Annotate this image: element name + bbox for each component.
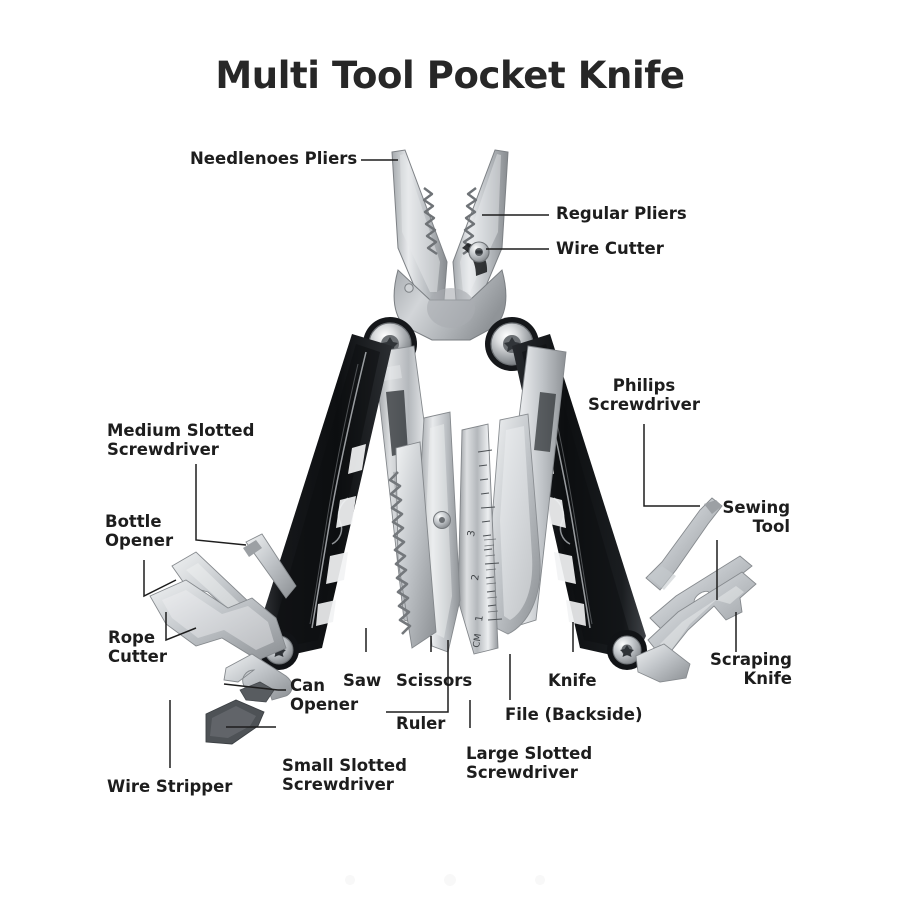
label-sewing-tool: Sewing Tool [722,498,790,537]
faint-watermark [330,872,570,888]
label-scraping-knife: Scraping Knife [710,650,792,689]
saw-teeth [388,471,412,635]
svg-text:2: 2 [470,574,482,582]
medium-slotted-screwdriver-tool [243,533,297,599]
label-regular-pliers: Regular Pliers [556,204,687,223]
label-ruler: Ruler [396,714,446,733]
label-bottle-opener: Bottle Opener [105,512,174,551]
label-small-slotted-screwdriver: Small Slotted Screwdriver [282,756,407,795]
needlenose-jaw-left [391,149,448,301]
svg-text:1: 1 [474,615,486,623]
page-title: Multi Tool Pocket Knife [215,54,685,97]
label-can-opener: Can Opener [290,676,359,715]
label-rope-cutter: Rope Cutter [108,628,167,667]
svg-text:CM: CM [472,633,484,648]
right-secondary-tool [635,643,691,683]
label-scissors: Scissors [396,671,473,690]
svg-text:3: 3 [466,530,478,538]
ruler-blade: 3 2 1 CM [457,423,503,655]
label-large-slotted-screwdriver: Large Slotted Screwdriver [466,744,593,783]
label-medium-slotted-screwdriver: Medium Slotted Screwdriver [107,421,255,460]
label-wire-stripper: Wire Stripper [107,777,233,796]
label-philips-screwdriver: Philips Screwdriver [588,376,700,415]
plier-body [393,241,507,341]
knife-blade [491,413,541,635]
label-wire-cutter: Wire Cutter [556,239,664,258]
label-file-backside: File (Backside) [505,705,643,724]
scraping-knife-tool [647,571,757,661]
label-knife: Knife [548,671,597,690]
ruler-ticks [477,449,503,621]
label-saw: Saw [343,671,382,690]
wire-stripper-tool [205,681,275,745]
label-needlenose-pliers: Needlenoes Pliers [190,149,358,168]
philips-screwdriver-tool [645,497,723,591]
